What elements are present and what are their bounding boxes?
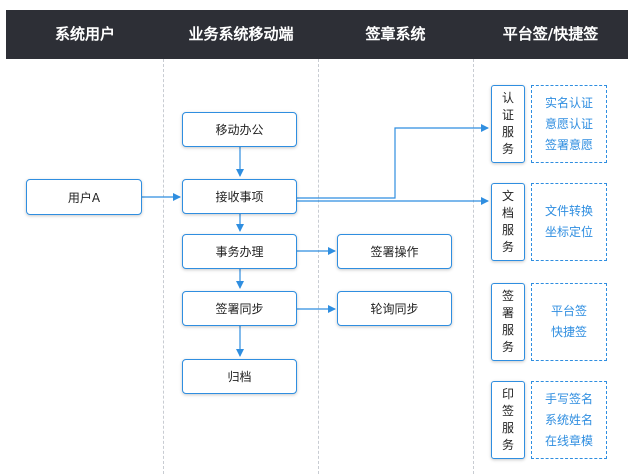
service-items-seal: 手写签名 系统姓名 在线章模 xyxy=(531,381,607,459)
column-divider xyxy=(318,59,319,474)
service-item: 在线章模 xyxy=(544,433,593,448)
service-label-char: 签 xyxy=(501,404,514,418)
service-label-char: 证 xyxy=(501,108,514,122)
column-header-users: 系统用户 xyxy=(54,25,115,43)
service-items-auth: 实名认证 意愿认证 签署意愿 xyxy=(531,85,607,163)
service-label-char: 务 xyxy=(501,142,514,156)
service-label-seal: 印 签 服 务 xyxy=(491,381,525,459)
service-label-char: 服 xyxy=(501,323,514,337)
column-divider xyxy=(163,59,164,474)
poll-sync-box: 轮询同步 xyxy=(337,291,452,326)
column-header-mobile: 业务系统移动端 xyxy=(188,25,294,43)
flow-step-sign-sync: 签署同步 xyxy=(182,291,297,326)
service-label-char: 服 xyxy=(501,223,514,237)
service-label-auth: 认 证 服 务 xyxy=(491,85,525,163)
service-item: 坐标定位 xyxy=(544,225,593,239)
column-divider xyxy=(473,59,474,474)
service-label-char: 认 xyxy=(501,91,514,105)
service-label-document: 文 档 服 务 xyxy=(491,183,525,261)
service-label-char: 署 xyxy=(501,306,514,320)
service-label-signing: 签 署 服 务 xyxy=(491,283,525,361)
service-label-char: 务 xyxy=(501,438,514,452)
service-item: 签署意愿 xyxy=(544,137,593,152)
service-label-char: 签 xyxy=(501,289,514,303)
flow-step-mobile-office: 移动办公 xyxy=(182,112,297,147)
service-label-char: 印 xyxy=(501,387,514,401)
flow-step-archive: 归档 xyxy=(182,359,297,394)
service-item: 文件转换 xyxy=(544,204,593,218)
service-item: 意愿认证 xyxy=(544,116,593,131)
service-label-char: 档 xyxy=(501,206,514,220)
service-items-signing: 平台签 快捷签 xyxy=(531,283,607,361)
flow-step-handle: 事务办理 xyxy=(182,234,297,269)
service-item: 系统姓名 xyxy=(544,412,593,427)
column-header-platform: 平台签/快捷签 xyxy=(502,25,599,43)
column-header-sign-system: 签章系统 xyxy=(365,25,426,43)
service-item: 手写签名 xyxy=(544,391,593,406)
service-label-char: 服 xyxy=(501,421,514,435)
service-label-char: 文 xyxy=(501,189,514,203)
arrow-receive-to-auth xyxy=(297,124,489,199)
service-label-char: 务 xyxy=(501,340,514,354)
sign-operation-box: 签署操作 xyxy=(337,234,452,269)
service-label-char: 服 xyxy=(501,125,514,139)
service-item: 快捷签 xyxy=(550,325,587,339)
service-label-char: 务 xyxy=(501,240,514,254)
service-item: 平台签 xyxy=(550,304,587,318)
flow-step-receive: 接收事项 xyxy=(182,179,297,214)
user-a-box: 用户A xyxy=(26,179,142,215)
header-bar: 系统用户 业务系统移动端 签章系统 平台签/快捷签 xyxy=(6,10,628,59)
service-item: 实名认证 xyxy=(544,95,593,110)
service-items-document: 文件转换 坐标定位 xyxy=(531,183,607,261)
